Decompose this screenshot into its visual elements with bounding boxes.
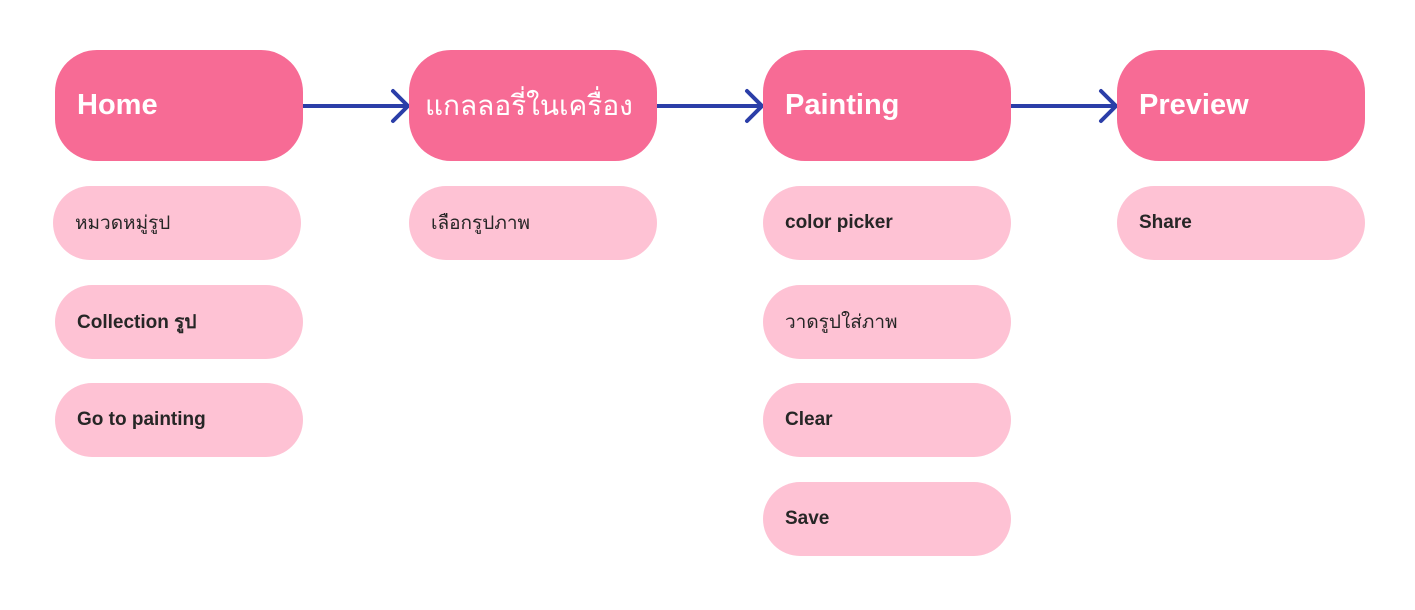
node-home-item-categories: หมวดหมู่รูป [53, 186, 301, 260]
arrow-gallery-to-painting [657, 89, 764, 123]
node-preview: Preview [1117, 50, 1365, 161]
node-painting-item-color-picker: color picker [763, 186, 1011, 260]
node-painting-item-save: Save [763, 482, 1011, 556]
arrow-painting-to-preview [1011, 89, 1118, 123]
node-painting: Painting [763, 50, 1011, 161]
node-home-item-go-to-painting: Go to painting [55, 383, 303, 457]
arrow-home-to-gallery [303, 89, 410, 123]
node-preview-item-share: Share [1117, 186, 1365, 260]
node-gallery-item-select-image: เลือกรูปภาพ [409, 186, 657, 260]
node-home-item-collection: Collection รูป [55, 285, 303, 359]
node-home: Home [55, 50, 303, 161]
node-painting-item-clear: Clear [763, 383, 1011, 457]
node-gallery: แกลลอรี่ในเครื่อง [409, 50, 657, 161]
node-painting-item-draw-on-image: วาดรูปใส่ภาพ [763, 285, 1011, 359]
